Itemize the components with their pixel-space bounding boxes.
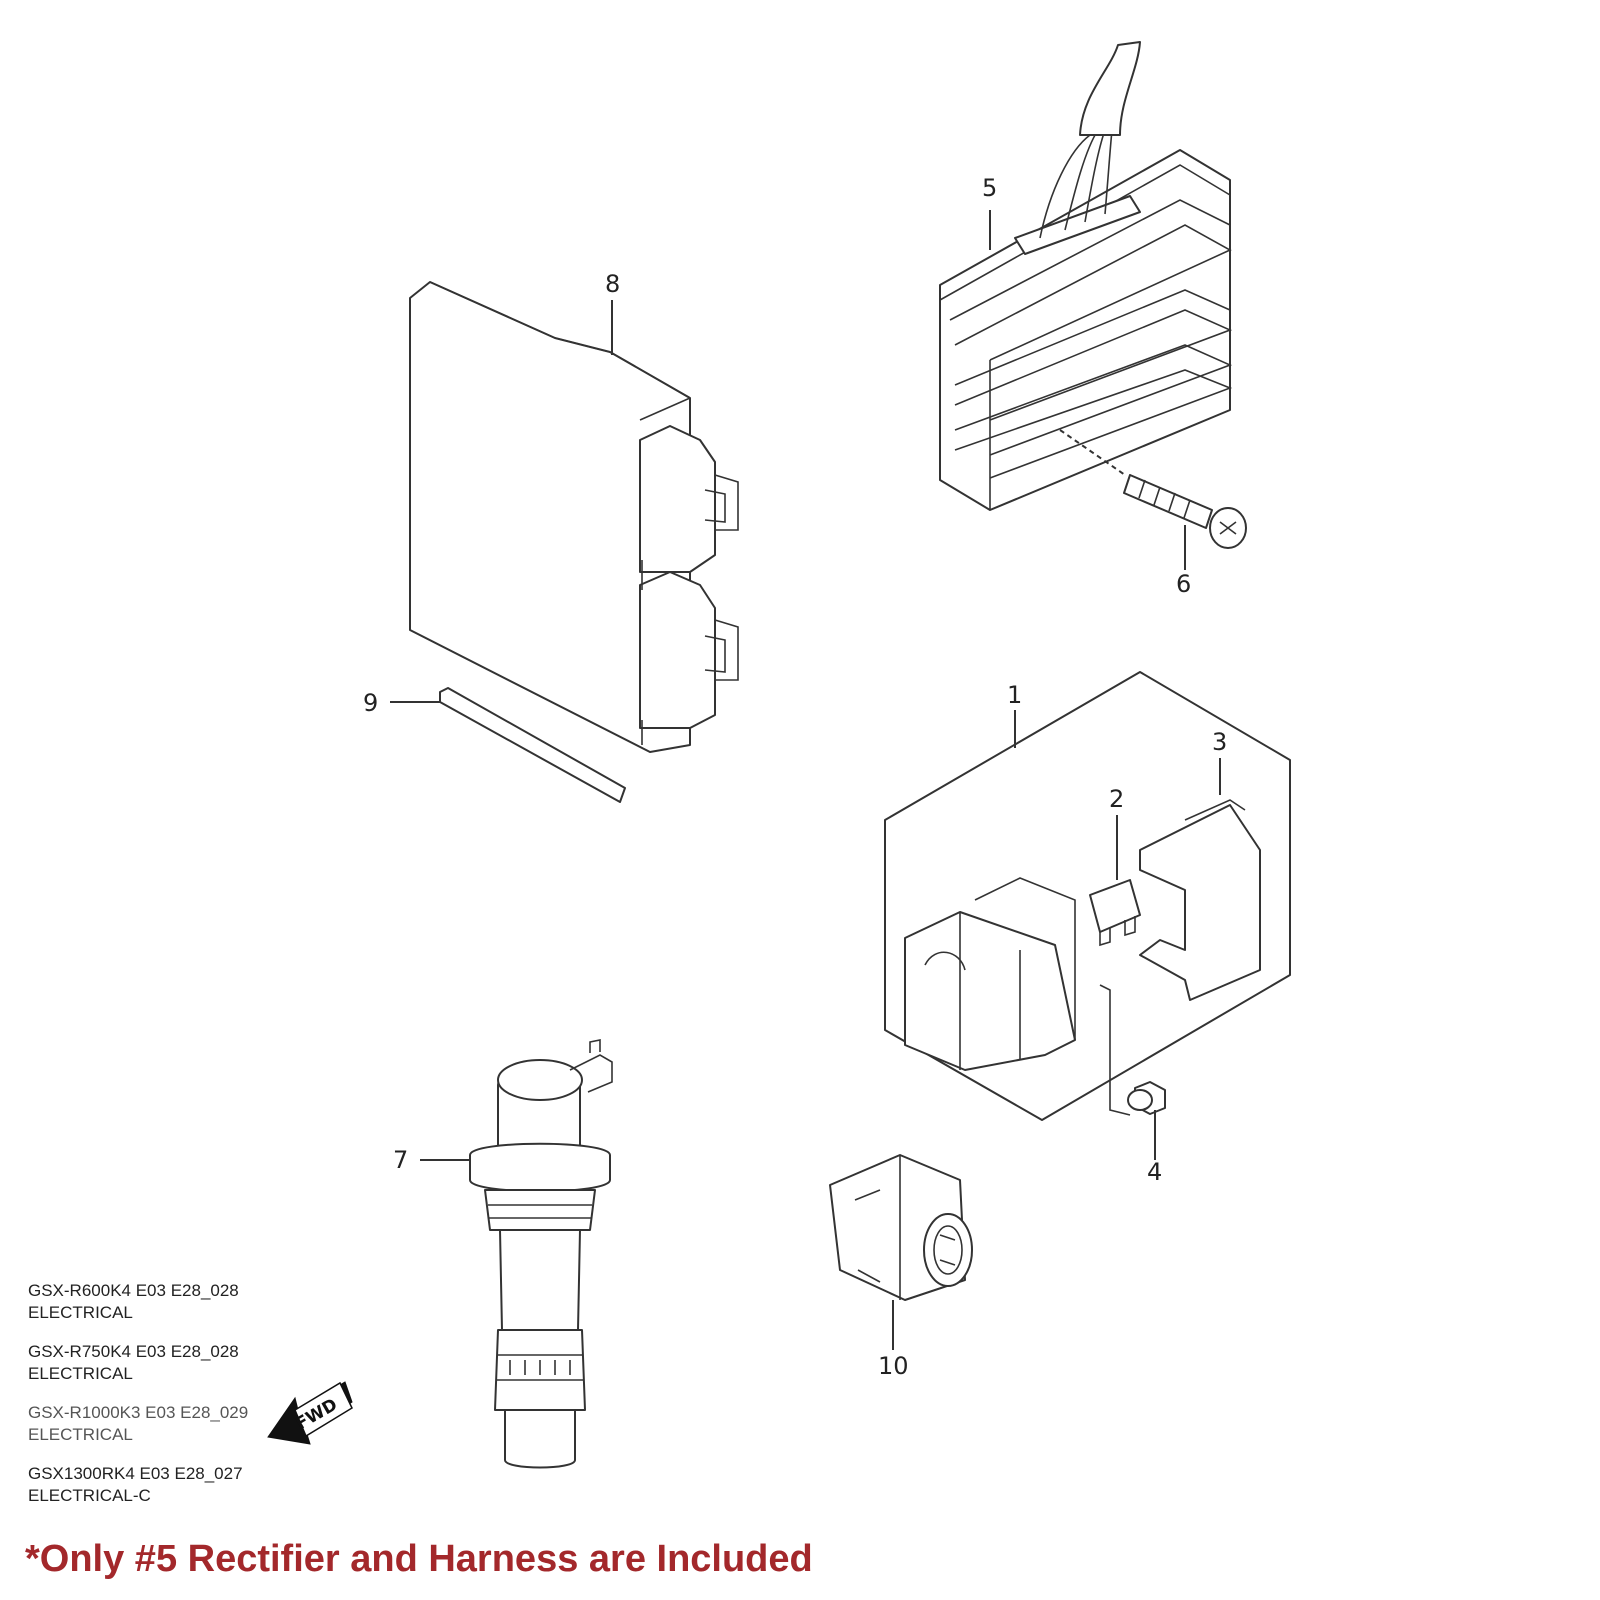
included-parts-note: *Only #5 Rectifier and Harness are Inclu…: [25, 1538, 813, 1580]
callout-5: 5: [982, 174, 997, 202]
callout-8: 8: [605, 270, 620, 298]
part-4-screw: [1127, 1081, 1166, 1115]
part-8-ecm: [409, 281, 739, 753]
reference-model: GSX-R600K4 E03 E28_028: [28, 1281, 239, 1300]
part-3-cover: [1139, 799, 1261, 1001]
part-2-fuse: [1089, 879, 1141, 947]
reference-section: ELECTRICAL: [28, 1425, 133, 1444]
callout-10: 10: [878, 1352, 909, 1380]
reference-model: GSX-R750K4 E03 E28_028: [28, 1342, 239, 1361]
reference-section: ELECTRICAL: [28, 1364, 133, 1383]
part-10-sensor: [829, 1154, 973, 1301]
part-7-ignition-coil: [469, 1039, 613, 1469]
reference-model: GSX-R1000K3 E03 E28_029: [28, 1403, 249, 1422]
part-5-rectifier: [939, 41, 1233, 511]
callout-4: 4: [1147, 1158, 1162, 1186]
callout-3: 3: [1212, 728, 1227, 756]
callout-7: 7: [393, 1146, 408, 1174]
reference-list: GSX-R600K4 E03 E28_028 ELECTRICAL GSX-R7…: [28, 1280, 288, 1524]
callout-labels: 8 9 5 6 1 2 3 4 7 10: [363, 174, 1227, 1380]
reference-model: GSX1300RK4 E03 E28_027: [28, 1464, 243, 1483]
callout-6: 6: [1176, 570, 1191, 598]
callout-9: 9: [363, 689, 378, 717]
reference-section: ELECTRICAL: [28, 1303, 133, 1322]
callout-2: 2: [1109, 785, 1124, 813]
part-9-pad: [439, 687, 626, 803]
part-6-bolt: [1059, 429, 1247, 549]
part-relay: [904, 877, 1131, 1116]
callout-1: 1: [1007, 681, 1022, 709]
reference-section: ELECTRICAL-C: [28, 1486, 151, 1505]
leader-lines: [390, 210, 1221, 1350]
